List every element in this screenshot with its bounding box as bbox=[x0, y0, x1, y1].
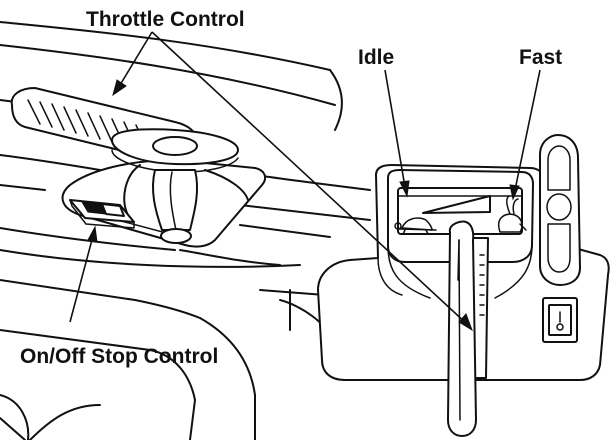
throttle-control-assembly bbox=[10, 87, 267, 248]
rocker-capsule bbox=[539, 134, 581, 286]
panel-on-off-switch bbox=[542, 297, 578, 343]
label-idle: Idle bbox=[358, 46, 394, 69]
throttle-lever bbox=[447, 220, 477, 437]
label-on-off-stop-control: On/Off Stop Control bbox=[20, 345, 218, 368]
rabbit-icon bbox=[497, 195, 527, 233]
label-fast: Fast bbox=[519, 46, 562, 69]
turtle-icon bbox=[394, 217, 437, 235]
leader-lines bbox=[69, 31, 541, 332]
throttle-control-panel bbox=[317, 134, 610, 437]
on-off-stop-switch bbox=[69, 199, 135, 229]
speed-ramp-icon bbox=[422, 195, 491, 214]
label-throttle-control: Throttle Control bbox=[86, 8, 245, 31]
